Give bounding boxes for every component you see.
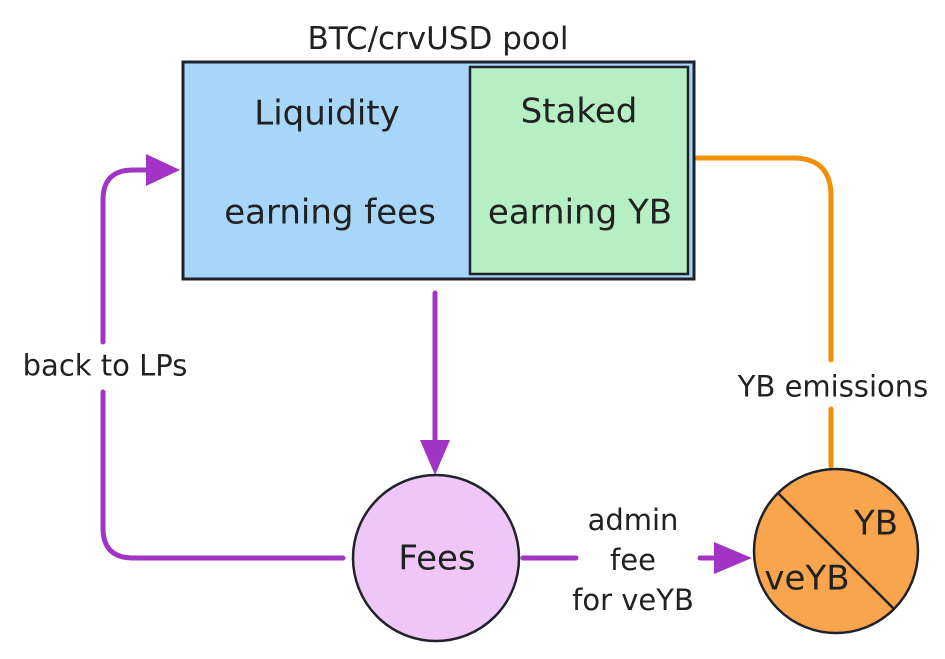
yb-label: YB (853, 503, 899, 544)
staked-box (468, 65, 690, 276)
staked-label: Staked (520, 91, 638, 132)
yb-emissions-label: YB emissions (737, 369, 929, 404)
diagram-title: BTC/crvUSD pool (307, 21, 569, 58)
veyb-label: veYB (764, 558, 850, 599)
yb-emissions-edge-upper (680, 155, 834, 363)
liquidity-label: Liquidity (254, 93, 400, 134)
fees-to-lps-edge-lower (100, 389, 346, 561)
yb-veyb-divider (777, 492, 895, 610)
staked-sub-label: earning YB (487, 192, 673, 233)
back-to-lps-label: back to LPs (22, 348, 188, 383)
liquidity-sub-label: earning fees (224, 192, 436, 233)
pool-to-fees-arrowhead (420, 440, 450, 475)
fees-to-lps-edge-upper (100, 167, 150, 345)
admin-fee-label: admin fee for veYB (572, 503, 694, 617)
fees-label: Fees (398, 538, 476, 579)
back-to-lps-arrowhead (146, 154, 180, 186)
fees-node (351, 473, 521, 643)
admin-fee-arrowhead (714, 542, 752, 574)
